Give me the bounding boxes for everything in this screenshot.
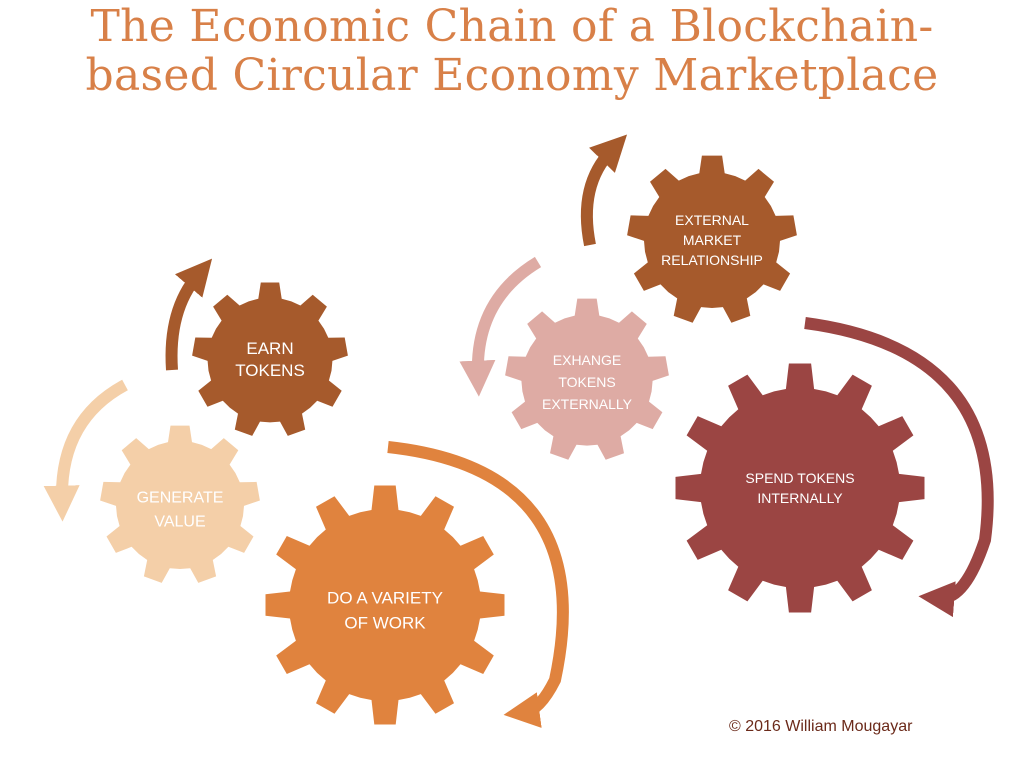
exchange-arrow (459, 256, 542, 397)
gear-exchange-shape (505, 298, 669, 460)
gear-exchange-label-line: TOKENS (558, 374, 615, 390)
gear-generate-label-line: VALUE (154, 514, 205, 531)
gear-generate-label-line: GENERATE (137, 490, 224, 507)
title-line-1: The Economic Chain of a Blockchain- (90, 1, 934, 52)
gear-generate: GENERATE VALUE (100, 425, 260, 583)
gear-external-label-line: EXTERNAL (675, 212, 749, 228)
gear-external: EXTERNAL MARKET RELATIONSHIP (627, 155, 797, 323)
gear-external-label-line: MARKET (683, 232, 742, 248)
gear-work-label-line: DO A VARIETY (327, 589, 443, 608)
gear-exchange-label-line: EXHANGE (553, 352, 621, 368)
spend-arrow (804, 317, 994, 618)
external-arrow (580, 134, 628, 247)
gear-work: DO A VARIETY OF WORK (265, 485, 505, 725)
gear-external-label-line: RELATIONSHIP (661, 252, 763, 268)
earn-arrow (165, 258, 213, 371)
gear-exchange: EXHANGE TOKENS EXTERNALLY (505, 298, 669, 460)
gear-work-label-line: OF WORK (344, 614, 426, 633)
work-arrow (387, 441, 569, 728)
gear-external-shape (627, 155, 797, 323)
gear-work-shape (265, 485, 505, 725)
gear-spend: SPEND TOKENS INTERNALLY (675, 363, 925, 613)
gear-generate-shape (100, 425, 260, 583)
title-line-2: based Circular Economy Marketplace (85, 50, 939, 101)
gear-earn-shape (192, 282, 348, 436)
gear-spend-label-line: INTERNALLY (757, 490, 843, 506)
gear-earn-label-line: EARN (246, 339, 293, 358)
diagram-title: The Economic Chain of a Blockchain- base… (0, 2, 1024, 100)
gear-earn-label-line: TOKENS (235, 361, 305, 380)
gear-spend-label-line: SPEND TOKENS (745, 470, 854, 486)
gear-exchange-label-line: EXTERNALLY (542, 396, 633, 412)
generate-arrow (43, 379, 128, 522)
copyright-notice: © 2016 William Mougayar (729, 718, 913, 735)
gear-earn: EARN TOKENS (192, 282, 348, 436)
gear-spend-shape (675, 363, 925, 613)
